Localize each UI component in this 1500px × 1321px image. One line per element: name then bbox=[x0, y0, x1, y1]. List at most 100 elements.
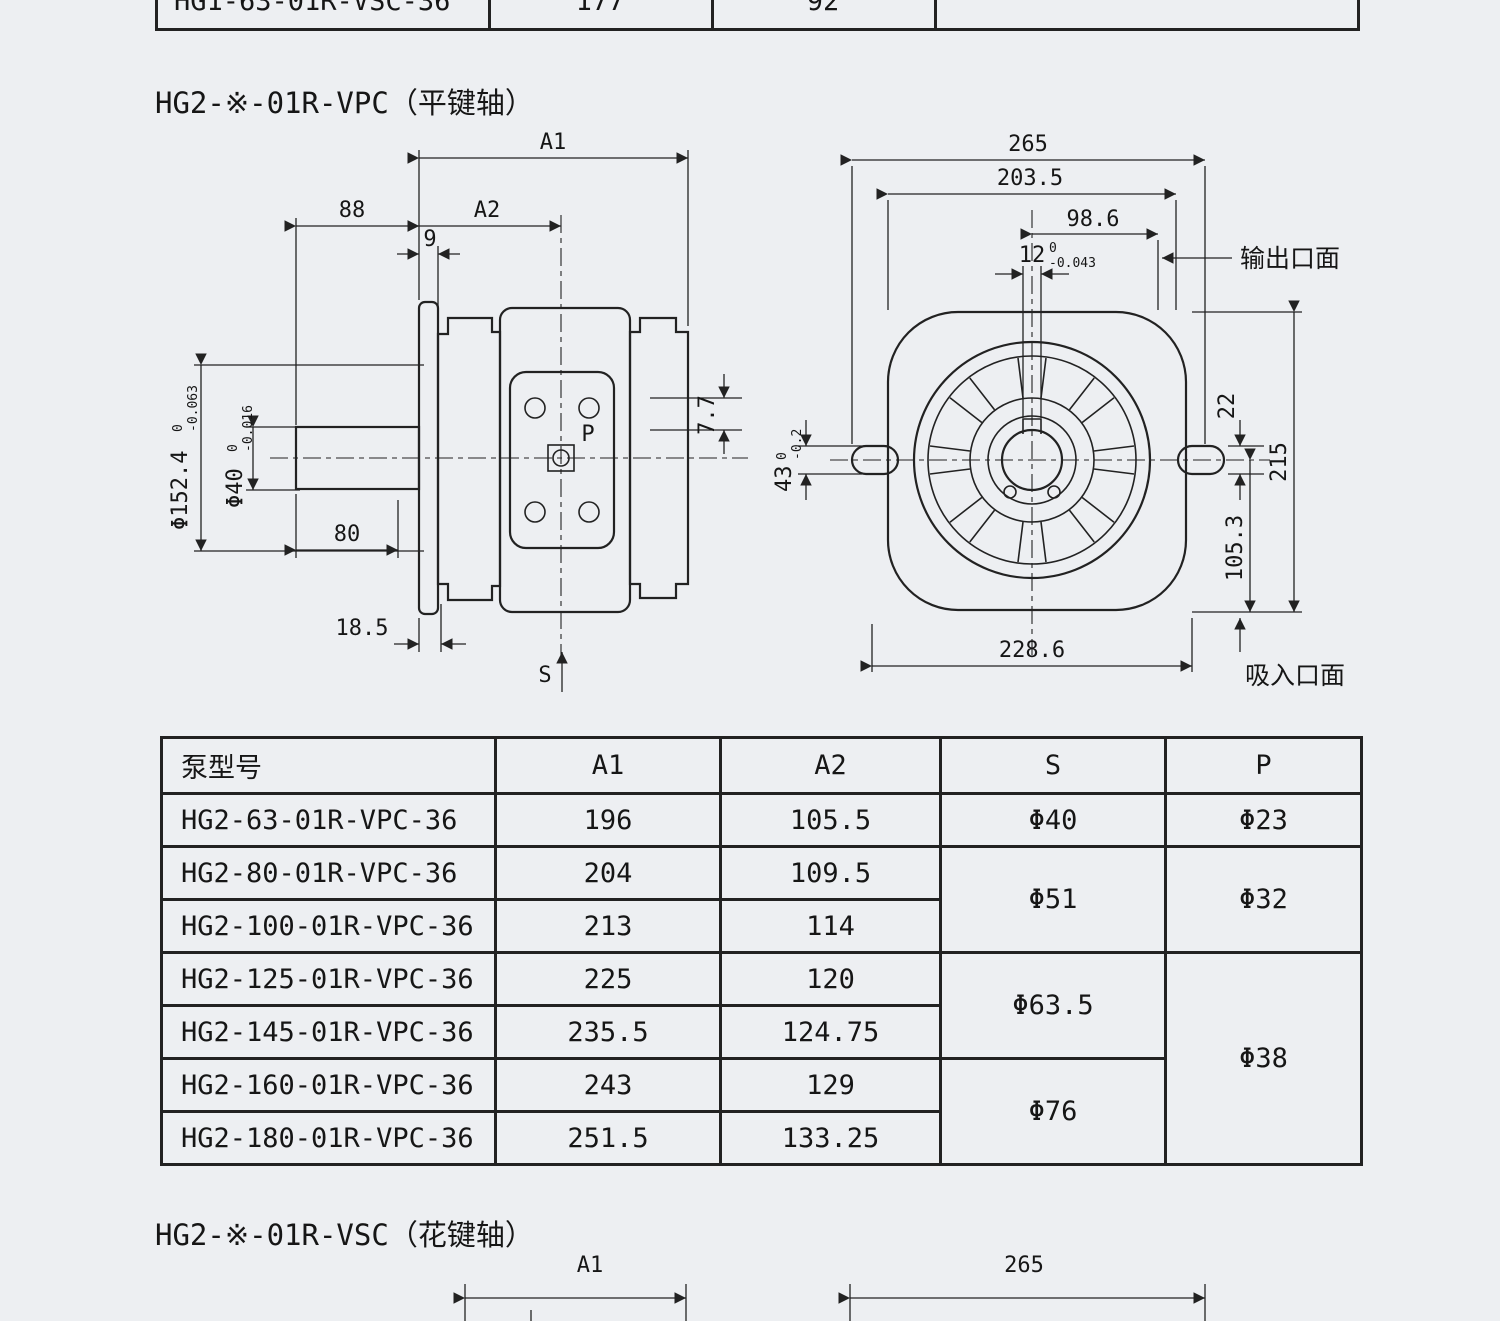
header-a1: A1 bbox=[494, 736, 722, 795]
dim-7-7: 7.7 bbox=[650, 374, 742, 454]
cell-model: HG2-125-01R-VPC-36 bbox=[160, 951, 497, 1007]
cell-a1: 225 bbox=[494, 951, 722, 1007]
side-view: A1 88 A2 9 bbox=[168, 130, 748, 692]
bolt-hole bbox=[578, 397, 600, 419]
suction-face-label: 吸入口面 bbox=[1245, 661, 1345, 690]
dim-203-5-label: 203.5 bbox=[997, 166, 1063, 191]
table-row: HG2-63-01R-VPC-36 196 105.5 Φ40 Φ23 bbox=[160, 792, 1363, 848]
bottom-dim-265-label: 265 bbox=[1004, 1253, 1044, 1278]
dim-9-label: 9 bbox=[423, 227, 436, 252]
rear-cover bbox=[628, 316, 690, 600]
dim-215-label: 215 bbox=[1267, 442, 1292, 482]
bolt-hole bbox=[578, 501, 600, 523]
table-row: HG2-100-01R-VPC-36 213 114 bbox=[160, 898, 1362, 954]
dim-22: 22 bbox=[1215, 393, 1264, 500]
table-divider bbox=[488, 0, 491, 28]
table-row: HG2-160-01R-VPC-36 243 129 Φ76 bbox=[160, 1057, 1362, 1166]
hub-bolt-hole bbox=[1047, 485, 1061, 499]
output-face-callout: 输出口面 bbox=[1162, 244, 1340, 273]
dim-43-tol-top: 0 bbox=[775, 452, 790, 460]
top-row-col2: 177 bbox=[575, 0, 625, 17]
table-row: HG2-145-01R-VPC-36 235.5 124.75 bbox=[160, 1004, 1362, 1060]
header-a2: A2 bbox=[719, 736, 942, 795]
dim-a2-label: A2 bbox=[474, 198, 501, 223]
cell-a2: 124.75 bbox=[719, 1004, 942, 1060]
dim-phi40: Φ40 0 -0.016 bbox=[223, 405, 300, 508]
front-view: 265 203.5 98.6 12 0 bbox=[772, 132, 1345, 690]
cell-model: HG2-80-01R-VPC-36 bbox=[160, 845, 497, 901]
cell-a2: 109.5 bbox=[719, 845, 942, 901]
dim-88: 88 bbox=[284, 198, 419, 425]
header-s: S bbox=[939, 736, 1167, 795]
cell-a1: 213 bbox=[494, 898, 722, 954]
bottom-dim-265: 265 bbox=[838, 1253, 1206, 1321]
dim-a1-label: A1 bbox=[540, 130, 567, 155]
cell-s: Φ63.5 bbox=[939, 951, 1167, 1060]
dim-105-3: 105.3 bbox=[1223, 448, 1256, 612]
table-divider bbox=[711, 0, 714, 28]
dim-18-5-label: 18.5 bbox=[336, 616, 389, 641]
dim-9: 9 bbox=[397, 227, 460, 316]
dim-98-6: 98.6 bbox=[1020, 207, 1159, 310]
dim-a1: A1 bbox=[407, 130, 689, 326]
port-s-label: S bbox=[538, 663, 551, 688]
table-divider bbox=[934, 0, 937, 28]
port-p-label: P bbox=[581, 422, 594, 447]
dim-80-label: 80 bbox=[334, 522, 361, 547]
cell-a1: 204 bbox=[494, 845, 722, 901]
bolt-hole bbox=[524, 397, 546, 419]
cell-s: Φ76 bbox=[939, 1057, 1167, 1166]
dim-phi152-tol-bot: -0.063 bbox=[186, 385, 201, 432]
port-s: S bbox=[538, 652, 568, 692]
cell-s: Φ51 bbox=[939, 845, 1167, 954]
dim-105-3-label: 105.3 bbox=[1223, 515, 1248, 581]
gear-housing bbox=[436, 316, 502, 602]
dim-80: 80 bbox=[284, 494, 399, 558]
cell-p: Φ38 bbox=[1164, 951, 1363, 1166]
cell-a2: 114 bbox=[719, 898, 942, 954]
section-title-vsc: HG2-※-01R-VSC（花键轴） bbox=[155, 1218, 534, 1252]
spec-table: 泵型号 A1 A2 S P HG2-63-01R-VPC-36 196 105.… bbox=[160, 736, 1363, 1166]
dim-265-label: 265 bbox=[1008, 132, 1048, 157]
dim-265: 265 bbox=[840, 132, 1206, 444]
dim-phi152: Φ152.4 0 -0.063 bbox=[168, 353, 424, 552]
port-face-plate bbox=[508, 370, 616, 550]
bottom-dim-a1: A1 bbox=[453, 1253, 687, 1321]
dim-a2: A2 bbox=[407, 198, 561, 232]
dim-7-7-label: 7.7 bbox=[695, 395, 720, 435]
dim-98-6-label: 98.6 bbox=[1067, 207, 1120, 232]
dim-215: 215 bbox=[1192, 300, 1302, 613]
port-block bbox=[498, 306, 632, 614]
cell-a1: 235.5 bbox=[494, 1004, 722, 1060]
dim-phi40-label: Φ40 bbox=[223, 468, 248, 508]
dim-88-label: 88 bbox=[339, 198, 366, 223]
table-header-row: 泵型号 A1 A2 S P bbox=[160, 736, 1363, 795]
dim-43-label: 43 bbox=[772, 466, 797, 493]
dim-phi152-label: Φ152.4 bbox=[168, 451, 193, 530]
dim-12-label: 12 bbox=[1019, 243, 1046, 268]
hub-bolt-hole bbox=[1003, 485, 1017, 499]
dim-phi40-tol-top: 0 bbox=[226, 444, 241, 452]
bottom-dim-a1-label: A1 bbox=[577, 1253, 604, 1278]
cell-a2: 105.5 bbox=[719, 792, 942, 848]
dim-18-5: 18.5 bbox=[336, 604, 466, 652]
cell-model: HG2-145-01R-VPC-36 bbox=[160, 1004, 497, 1060]
section-title-vpc: HG2-※-01R-VPC（平键轴） bbox=[155, 86, 534, 120]
cell-s: Φ40 bbox=[939, 792, 1167, 848]
cell-model: HG2-63-01R-VPC-36 bbox=[160, 792, 497, 848]
dim-phi152-tol-top: 0 bbox=[171, 424, 186, 432]
dim-12: 12 0 -0.043 bbox=[995, 241, 1096, 418]
cell-a1: 251.5 bbox=[494, 1110, 722, 1166]
cell-model: HG2-100-01R-VPC-36 bbox=[160, 898, 497, 954]
pump-body-outline bbox=[886, 310, 1188, 612]
cell-p: Φ23 bbox=[1164, 792, 1363, 848]
cell-p: Φ32 bbox=[1164, 845, 1363, 954]
suction-face-callout: 吸入口面 bbox=[1234, 618, 1345, 690]
dim-12-tol-bot: -0.043 bbox=[1049, 256, 1096, 271]
dim-12-tol-top: 0 bbox=[1049, 241, 1057, 256]
table-row: HG2-125-01R-VPC-36 225 120 Φ63.5 Φ38 bbox=[160, 951, 1363, 1166]
dim-22-label: 22 bbox=[1215, 393, 1240, 420]
dim-228-6: 228.6 bbox=[860, 618, 1193, 672]
output-face-label: 输出口面 bbox=[1240, 244, 1340, 273]
dim-228-6-label: 228.6 bbox=[999, 638, 1065, 663]
